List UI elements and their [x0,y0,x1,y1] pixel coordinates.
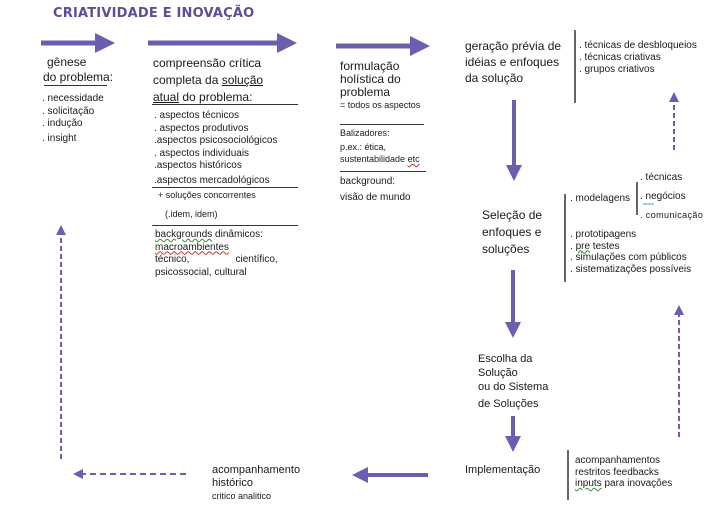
formulacao-note: = todos os aspectos [340,100,421,110]
escolha-heading: Escolha da Solução ou do Sistema de Solu… [478,353,549,410]
genese-divider [44,85,107,86]
acompanhamento-sub: critico analitico [212,491,272,501]
modelagens-negocios: . negócios [640,191,686,202]
acompanhamento-heading: acompanhamento histórico [212,464,301,489]
selecao-bracket [564,194,566,282]
formulacao-heading: formulação holística do problema [340,59,401,99]
genese-items: . necessidade . solicitação . indução . … [42,93,104,144]
selecao-heading: Seleção de enfoques e soluções [482,208,543,256]
diagram-title: CRIATIVIDADE E INOVAÇÃO [53,6,255,21]
implementacao-heading: Implementação [465,464,541,476]
modelagens-comunicacao: . comunicação [640,210,704,220]
genese-heading: gênese do problema: [43,55,114,84]
compreensao-aspects: . aspectos técnicos . aspectos produtivo… [154,110,278,186]
geracao-heading: geração prévia de idéias e enfoques da s… [465,39,562,85]
solucoes-concorrentes: + soluções concorrentes [158,190,256,200]
compreensao-divider-1 [152,104,298,105]
geracao-items: . técnicas de desbloqueios . técnicas cr… [579,40,697,75]
implementacao-items: acompanhamentos restritos feedbacks inpu… [575,455,673,489]
idem-note: (.idem, idem) [165,209,218,219]
modelagens-tecnicas: . técnicas [640,172,683,183]
formulacao-divider-2 [340,171,426,172]
compreensao-divider-3 [152,225,298,226]
formulacao-divider-1 [340,124,424,125]
compreensao-heading: compreensão crítica completa da solução … [153,56,264,104]
backgrounds-block: backgrounds dinâmicos: macroambientes té… [155,229,278,278]
implementacao-bracket [567,450,569,500]
modelagens-bracket [636,182,638,215]
geracao-bracket [574,30,576,103]
modelagens: . modelagens [570,193,631,204]
sector-marker: sector [643,201,654,206]
compreensao-divider-2 [152,187,298,188]
balizadores-block: Balizadores: p.ex.: ética, sustentabilid… [340,128,420,164]
selecao-items: . prototipagens . pre testes . simulaçõe… [570,229,692,275]
background-block: background: visão de mundo [340,176,411,203]
